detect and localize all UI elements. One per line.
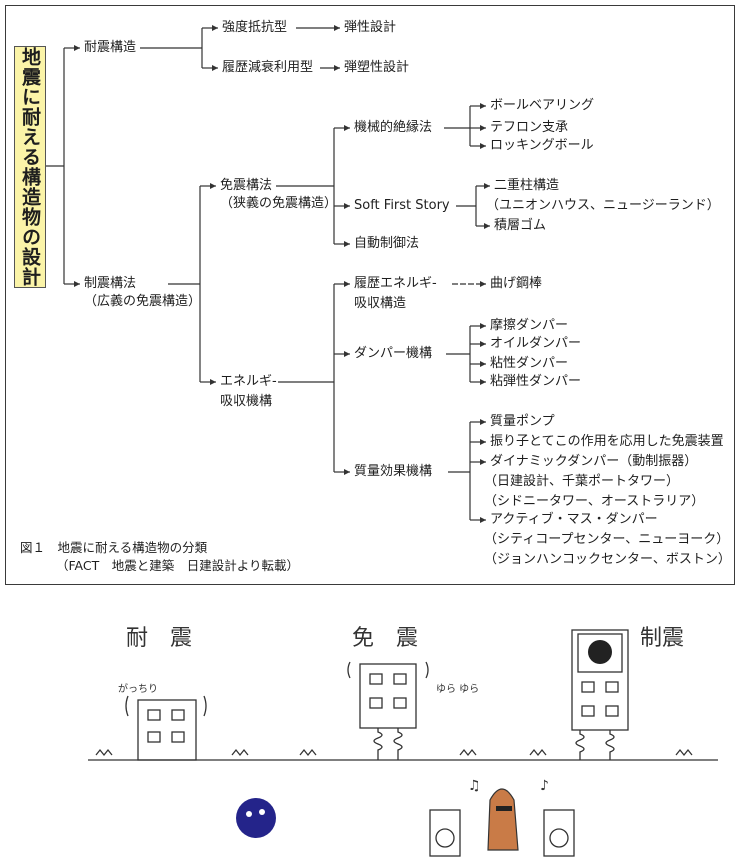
ball-character-icon [236, 798, 276, 838]
node-active-1: （シティコープセンター、ニューヨーク） [484, 532, 730, 547]
node-dynamic-1: （日建設計、千葉ポートタワー） [484, 474, 680, 489]
figure-caption: 図１ 地震に耐える構造物の分類 [20, 540, 208, 555]
node-dynamic: ダイナミックダンパー（動制振器） [490, 454, 698, 469]
node-energy: エネルギ- [220, 374, 277, 389]
svg-text:♪: ♪ [540, 778, 549, 794]
node-rocking: ロッキングボール [490, 138, 594, 153]
speaker-left-icon [429, 809, 461, 857]
node-damper: ダンパー機構 [354, 346, 433, 361]
node-rireki-gensui: 履歴減衰利用型 [222, 60, 314, 75]
label-seishin: 制震 [640, 626, 685, 651]
diagram-frame [5, 5, 735, 585]
mass-damper-icon [588, 640, 612, 664]
node-energy-sub: 吸収機構 [220, 394, 273, 409]
node-masatsu: 摩擦ダンパー [490, 318, 569, 333]
node-ball: ボールベアリング [490, 98, 595, 113]
node-taishin: 耐震構造 [84, 40, 137, 55]
speaker-right-icon [543, 809, 575, 857]
node-seishin-sub: （広義の免震構造） [84, 294, 202, 309]
node-dynamic-2: （シドニータワー、オーストラリア） [484, 494, 705, 509]
node-rireki: 履歴エネルギ- [354, 276, 437, 291]
node-nijuchu: 二重柱構造 [494, 178, 560, 193]
node-dansei: 弾性設計 [344, 20, 397, 35]
node-dansosei: 弾塑性設計 [344, 60, 410, 75]
node-furiko: 振り子とてこの作用を応用した免震装置 [490, 434, 724, 449]
node-nendansei: 粘弾性ダンパー [490, 374, 582, 389]
node-menshin: 免震構法 [220, 178, 273, 193]
sound-gacchiri: がっちり [118, 684, 158, 695]
sound-yurayura: ゆら ゆら [436, 684, 480, 695]
building-seishin [571, 629, 629, 731]
node-nijuchu-sub: （ユニオンハウス、ニュージーランド） [486, 198, 720, 213]
spring-left-icon [393, 728, 403, 760]
tree-connectors [46, 25, 490, 523]
node-sekiso: 積層ゴム [494, 218, 547, 233]
music-note-icon: ♫ [468, 778, 481, 794]
node-nensei: 粘性ダンパー [490, 356, 569, 371]
node-shitsuryo: 質量効果機構 [354, 464, 433, 479]
node-seishin: 制震構法 [84, 276, 137, 291]
node-kikai: 機械的絶縁法 [354, 120, 433, 135]
node-pump: 質量ポンプ [490, 414, 555, 429]
root-node: 地震に耐える構造物の設計 [14, 46, 46, 288]
dancing-character-icon [487, 788, 519, 851]
node-mage: 曲げ鋼棒 [490, 276, 543, 291]
building-taishin [137, 699, 197, 761]
node-softfirst: Soft First Story [354, 198, 450, 213]
node-active: アクティブ・マス・ダンパー [490, 512, 658, 527]
node-menshin-sub: （狭義の免震構造） [220, 196, 338, 211]
building-illustration: ♫ ♪ [88, 629, 718, 857]
node-teflon: テフロン支承 [490, 120, 569, 135]
node-kyodo: 強度抵抗型 [222, 20, 288, 35]
node-jido: 自動制御法 [354, 236, 420, 251]
label-taishin: 耐 震 [126, 626, 193, 651]
node-rireki-sub: 吸収構造 [354, 296, 407, 311]
figure-source: （FACT 地震と建築 日建設計より転載） [56, 558, 299, 573]
node-active-2: （ジョンハンコックセンター、ボストン） [484, 552, 731, 567]
label-menshin: 免 震 [352, 626, 419, 651]
building-menshin [359, 663, 417, 729]
node-oil: オイルダンパー [490, 336, 582, 351]
